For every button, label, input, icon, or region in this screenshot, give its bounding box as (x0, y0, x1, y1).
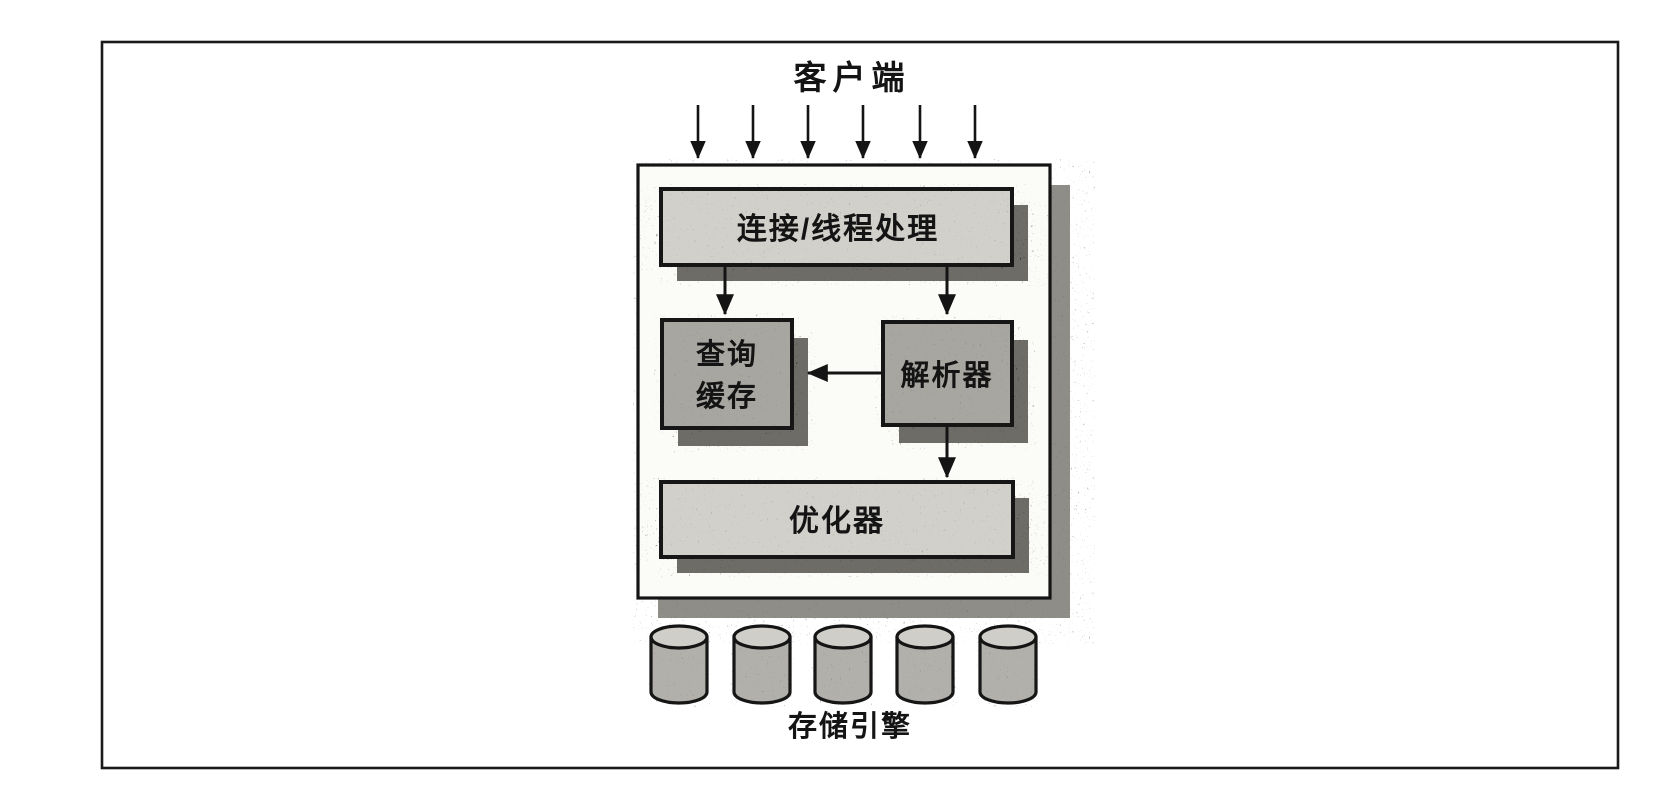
storage-cylinder (732, 624, 792, 705)
cylinder-body (732, 637, 792, 705)
cylinder-body (813, 637, 873, 705)
query-cache-box: 查询 缓存 (660, 318, 808, 446)
cylinder-top (895, 624, 955, 650)
query-cache-label-line1: 查询 (696, 338, 758, 371)
parser-body (881, 320, 1014, 427)
connection-thread-box: 连接/线程处理 (659, 187, 1028, 281)
cylinder-body (895, 637, 955, 705)
optimizer-box: 优化器 (659, 480, 1029, 573)
query-cache-label-line2: 缓存 (696, 380, 758, 413)
parser-box: 解析器 (881, 320, 1028, 443)
cylinder-body (978, 637, 1038, 705)
cylinder-top (649, 624, 709, 650)
connection-thread-body (659, 187, 1014, 267)
client-label: 客户端 (794, 59, 911, 96)
optimizer-body (659, 480, 1015, 559)
cylinder-body (649, 637, 709, 705)
connection-thread-label: 连接/线程处理 (737, 213, 939, 246)
storage-cylinder (649, 624, 709, 705)
storage-cylinder (813, 624, 873, 705)
optimizer-label: 优化器 (789, 505, 885, 538)
parser-label: 解析器 (900, 359, 993, 392)
query-cache-body (660, 318, 794, 430)
storage-engine-cylinders (649, 624, 1038, 705)
cylinder-top (813, 624, 873, 650)
storage-cylinder (978, 624, 1038, 705)
storage-engines-label: 存储引擎 (788, 709, 912, 743)
client-arrows (690, 105, 983, 160)
cylinder-top (978, 624, 1038, 650)
storage-cylinder (895, 624, 955, 705)
cylinder-top (732, 624, 792, 650)
